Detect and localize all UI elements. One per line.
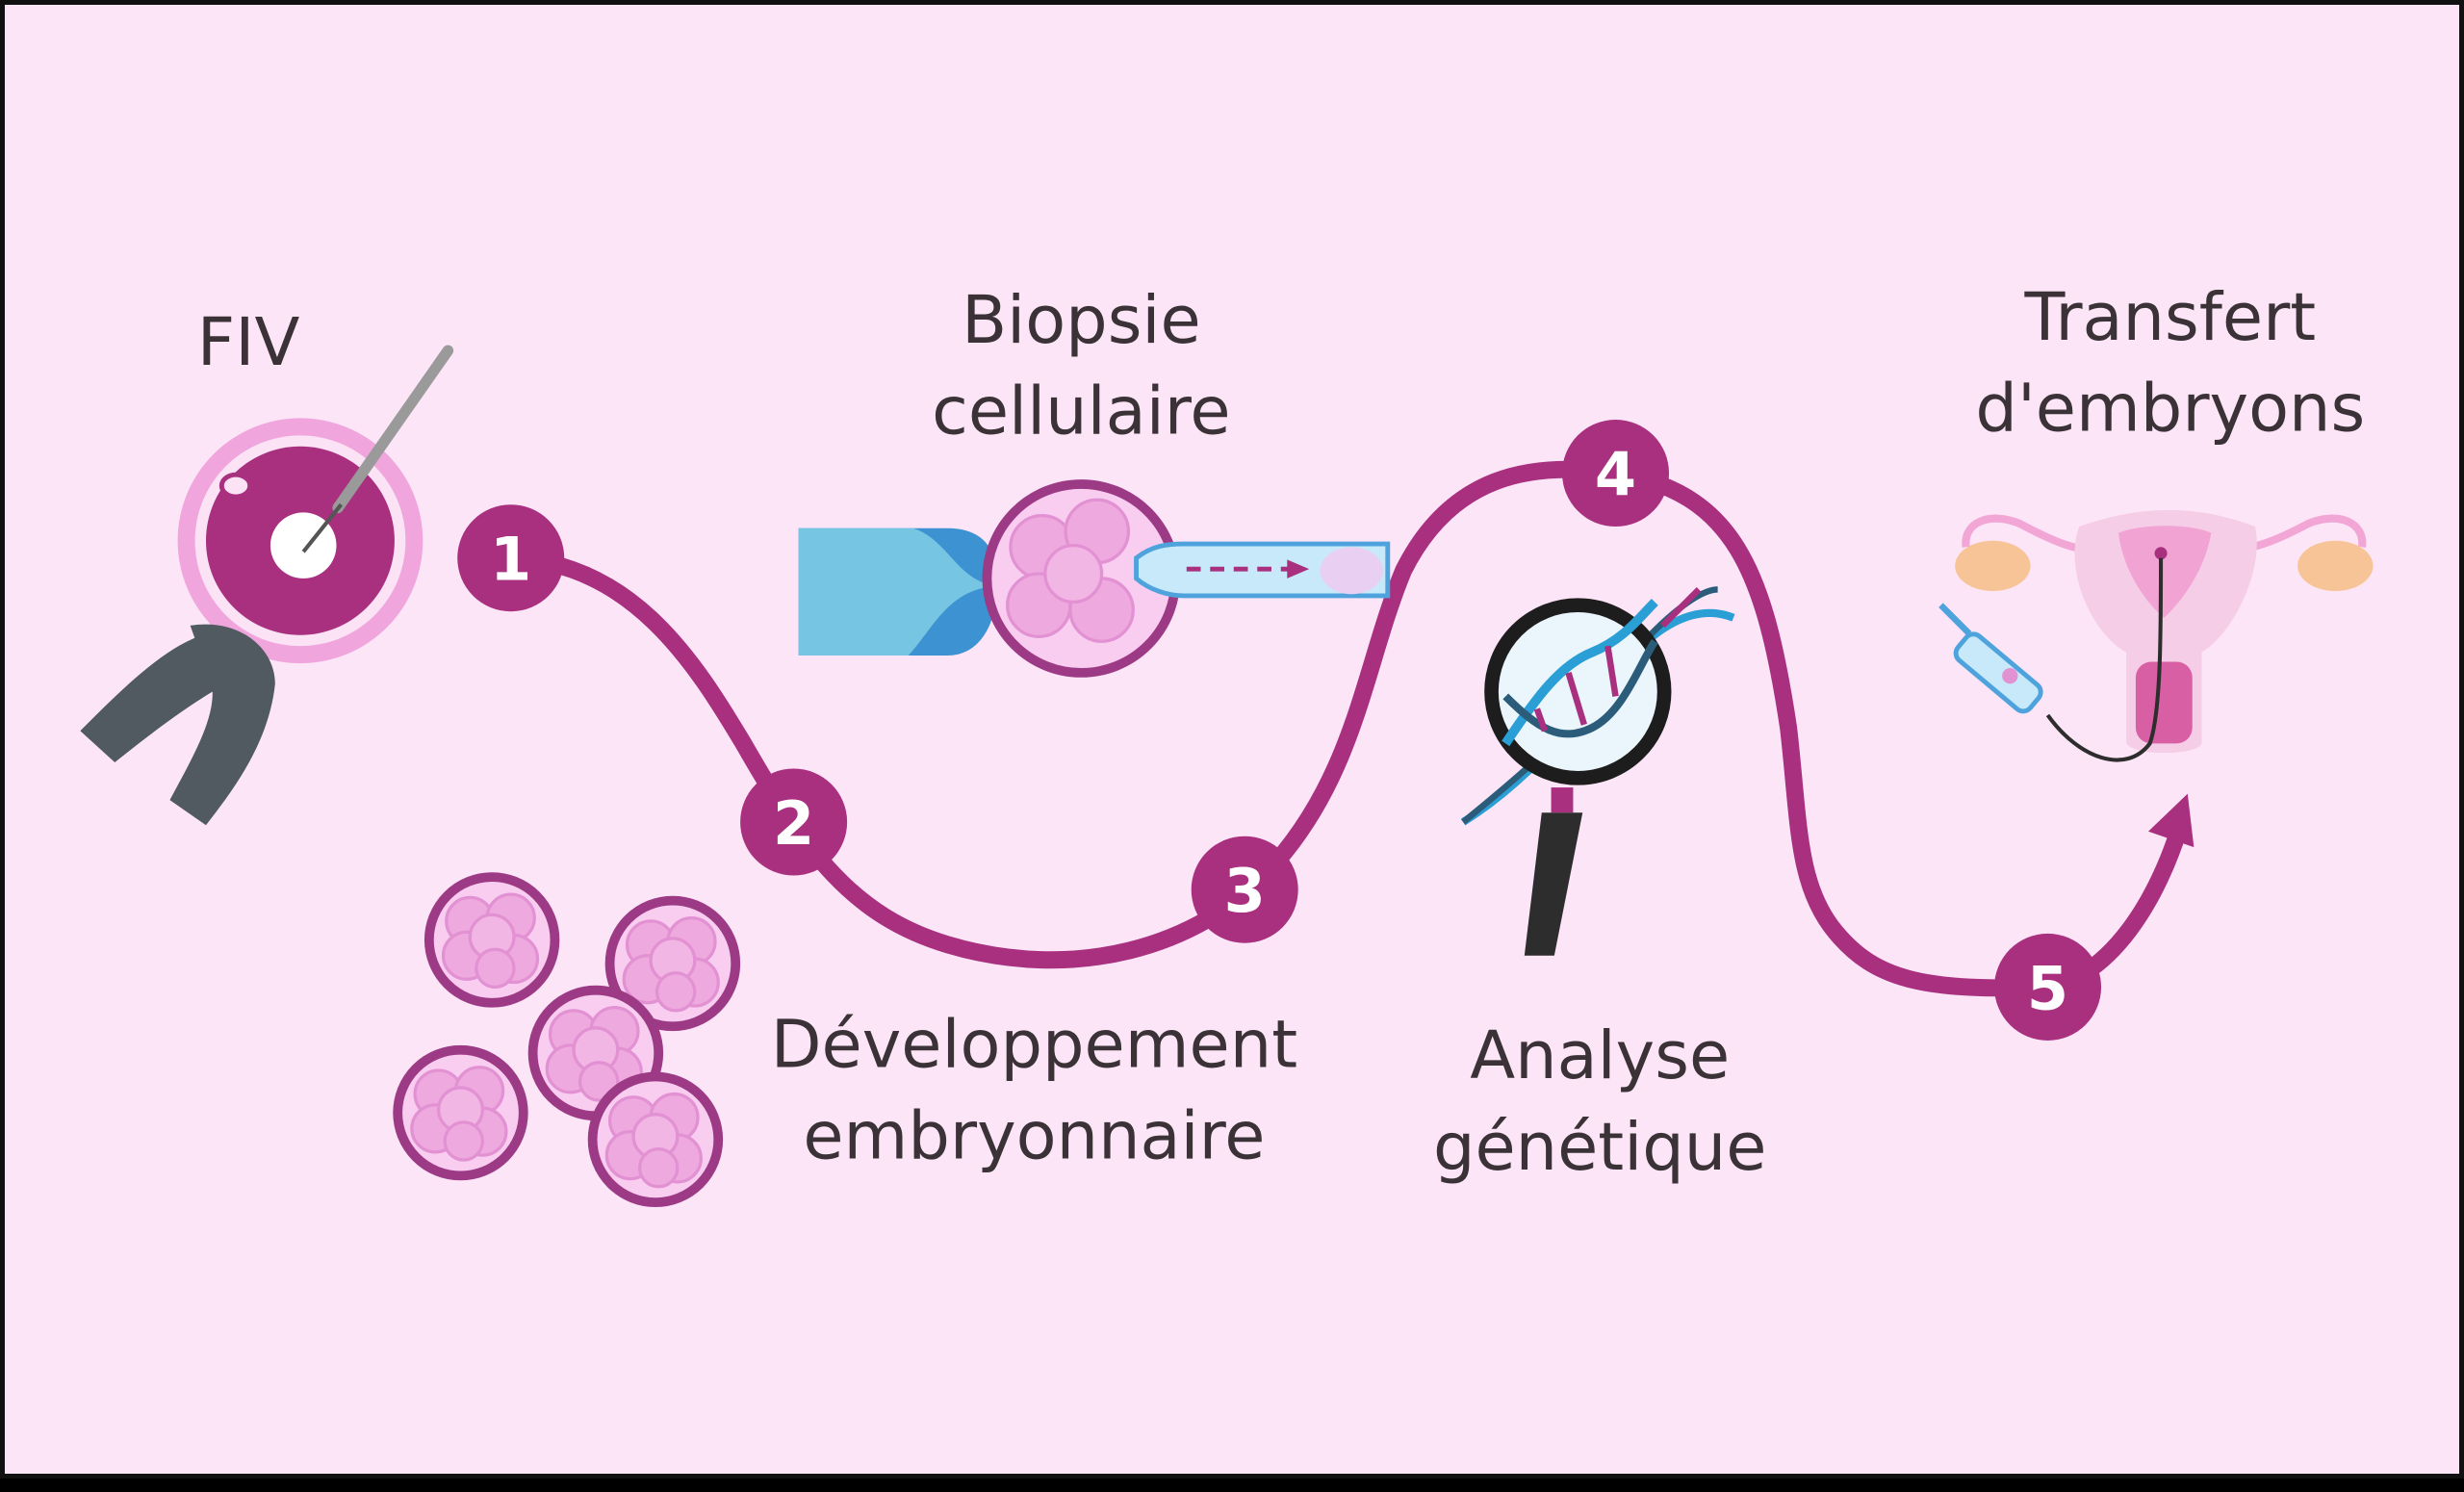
label-biopsie: Biopsie cellulaire: [861, 275, 1301, 457]
step-marker-3: 3: [1191, 836, 1298, 943]
step-marker-5: 5: [1993, 933, 2102, 1041]
path-arrowhead: [2148, 793, 2194, 848]
uterus-icon: [1955, 509, 2374, 754]
step-marker-1: 1: [457, 504, 565, 612]
label-developpement: Développement embryonnaire: [752, 999, 1318, 1181]
label-fiv-text: FIV: [196, 303, 300, 381]
label-biopsie-line1: Biopsie: [962, 281, 1201, 359]
label-transfert: Transfert d'embryons: [1935, 272, 2406, 454]
step-number: 2: [773, 788, 814, 859]
label-analyse-line1: Analyse: [1470, 1016, 1731, 1094]
label-fiv: FIV: [162, 297, 335, 389]
step-marker-4: 4: [1562, 420, 1670, 527]
label-biopsie-line2: cellulaire: [932, 373, 1231, 450]
step-number: 1: [490, 525, 531, 595]
label-developpement-line2: embryonnaire: [803, 1096, 1266, 1174]
label-transfert-line1: Transfert: [2024, 278, 2317, 356]
step-marker-2: 2: [740, 768, 848, 876]
step-number: 5: [2027, 953, 2068, 1023]
needle-icon: [301, 345, 454, 553]
biopsy-icon: [798, 479, 1391, 678]
dna-magnifier-icon: [1460, 586, 1735, 956]
label-analyse-line2: génétique: [1432, 1108, 1767, 1186]
label-transfert-line2: d'embryons: [1975, 369, 2366, 447]
embryo-cluster-icon: [398, 877, 735, 1202]
pgt-process-diagram: 1 2 3 4 5 FIV Biopsie cel: [5, 5, 2464, 1483]
step-number: 3: [1224, 856, 1266, 926]
step-number: 4: [1595, 439, 1636, 509]
label-analyse: Analyse génétique: [1388, 1011, 1812, 1193]
syringe-icon: [1938, 557, 2164, 762]
label-developpement-line1: Développement: [770, 1006, 1298, 1084]
process-illustration: 1 2 3 4 5: [80, 345, 2374, 1483]
holder-pipette-icon: [80, 624, 275, 826]
